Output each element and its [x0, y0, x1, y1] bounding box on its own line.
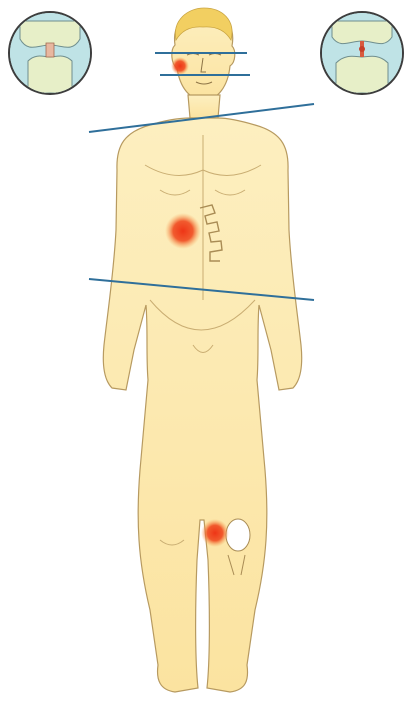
- pain-spot-cheek: [171, 57, 189, 75]
- body-silhouette: [103, 10, 301, 692]
- joint-inset-normal: [8, 11, 92, 95]
- joint-normal-icon: [10, 13, 90, 93]
- neck: [188, 95, 220, 118]
- joint-inflamed-icon: [322, 13, 402, 93]
- joint-inset-inflamed: [320, 11, 404, 95]
- pain-spot-abdomen: [165, 213, 201, 249]
- pain-spot-knee: [201, 519, 229, 547]
